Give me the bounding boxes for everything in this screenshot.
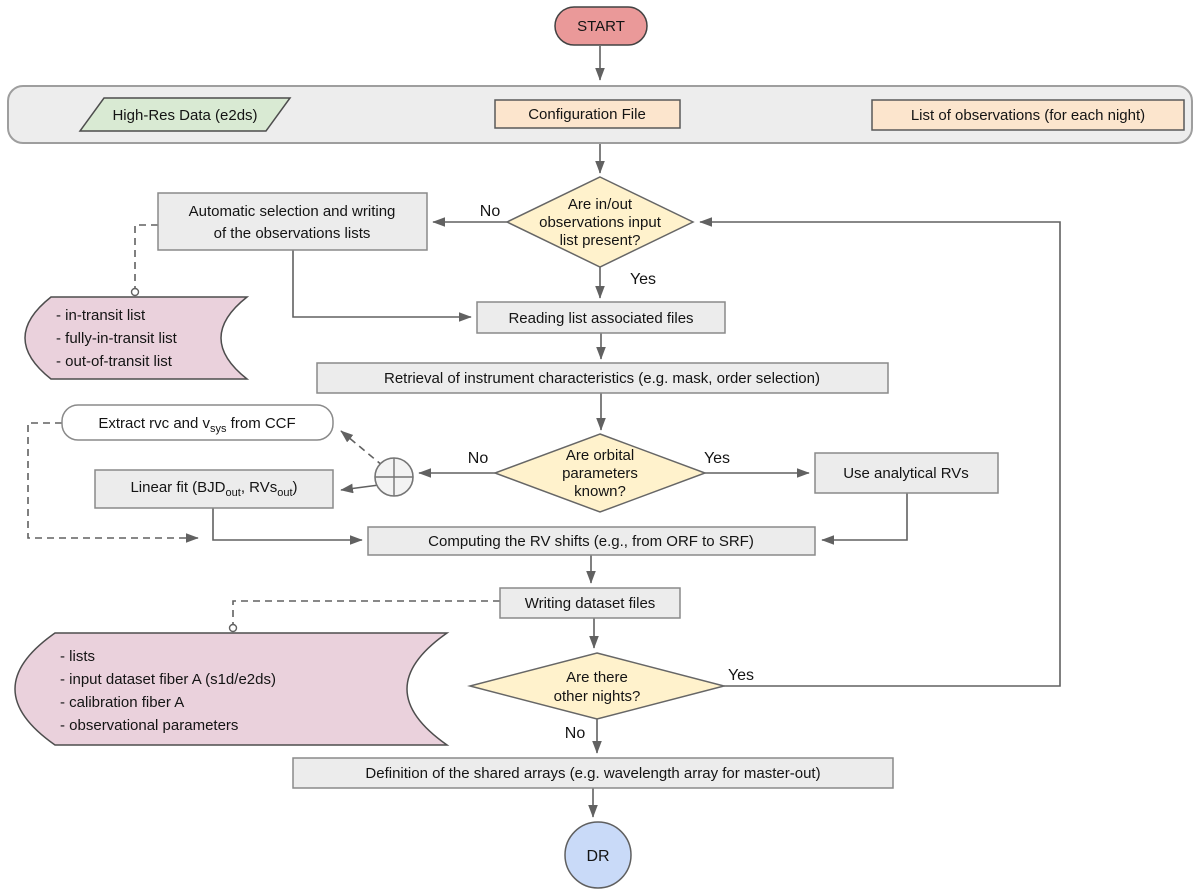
writing-dataset-box: Writing dataset files xyxy=(499,587,681,619)
decision-orbital-line3: known? xyxy=(574,483,626,500)
extract-ccf-text-post: from CCF xyxy=(227,415,296,432)
auto-selection-line1: Automatic selection and writing xyxy=(189,203,396,220)
dr-node-shape xyxy=(564,821,632,889)
edge-autoselection-to-reading xyxy=(292,250,472,322)
auto-selection-line2: of the observations lists xyxy=(214,225,371,242)
decision-nights-shape xyxy=(467,652,727,720)
dr-node: DR xyxy=(564,821,632,889)
connector-dot-transit-lists xyxy=(130,287,140,297)
linear-fit-text-sub2: out xyxy=(277,487,292,499)
decision-nights-line2: other nights? xyxy=(554,688,641,705)
start-node: START xyxy=(554,6,648,46)
junction-circle xyxy=(374,457,414,497)
highres-data-shape xyxy=(78,97,292,132)
extract-ccf-label: Extract rvc and vsys from CCF xyxy=(98,415,295,435)
edge-junction-to-extract-dashed xyxy=(340,430,384,467)
extract-ccf-text-sub: sys xyxy=(210,423,227,435)
reading-list-label: Reading list associated files xyxy=(508,310,693,327)
linear-fit-text-pre: Linear fit (BJD xyxy=(130,479,225,496)
edge-linearfit-to-computing xyxy=(212,508,363,545)
computing-shifts-shape xyxy=(367,526,816,556)
inputs-banner: High-Res Data (e2ds) Configuration File … xyxy=(7,85,1193,144)
highres-data-label: High-Res Data (e2ds) xyxy=(112,107,257,124)
configuration-file-shape xyxy=(494,99,681,129)
computing-shifts-box: Computing the RV shifts (e.g., from ORF … xyxy=(367,526,816,556)
auto-selection-shape xyxy=(157,192,428,251)
extract-ccf-text-pre: Extract rvc and v xyxy=(98,415,210,432)
decision-nights: Are there other nights? xyxy=(467,652,727,720)
shared-arrays-label: Definition of the shared arrays (e.g. wa… xyxy=(365,765,820,782)
dataset-files-line4: - observational parameters xyxy=(60,717,238,734)
decision-inout-line3: list present? xyxy=(560,232,641,249)
edge-extract-loop-dashed xyxy=(27,422,199,543)
dataset-files-line2: - input dataset fiber A (s1d/e2ds) xyxy=(60,671,276,688)
linear-fit-text-mid: , RVs xyxy=(241,479,277,496)
connector-dot-dataset-files xyxy=(228,623,238,633)
edge-autoselection-to-transitlists-dashed xyxy=(134,224,158,288)
edges xyxy=(27,46,1061,818)
configuration-file-label: Configuration File xyxy=(528,106,646,123)
decision-inout-shape xyxy=(505,176,695,268)
writing-dataset-label: Writing dataset files xyxy=(525,595,656,612)
observations-list-label: List of observations (for each night) xyxy=(911,107,1145,124)
transit-lists-line3: - out-of-transit list xyxy=(56,353,173,370)
decision-nights-line1: Are there xyxy=(566,669,628,686)
edge-label-nights-yes: Yes xyxy=(728,667,754,684)
use-analytical-label: Use analytical RVs xyxy=(843,465,969,482)
use-analytical-shape xyxy=(814,452,999,494)
observations-list-shape xyxy=(871,99,1185,131)
auto-selection-box: Automatic selection and writing of the o… xyxy=(157,192,428,251)
extract-ccf-box: Extract rvc and vsys from CCF xyxy=(61,404,334,441)
edge-label-inout-yes: Yes xyxy=(630,271,656,288)
edge-label-inout-no: No xyxy=(480,203,501,220)
decision-orbital: Are orbital parameters known? xyxy=(492,433,708,513)
edge-label-nights-no: No xyxy=(565,725,586,742)
shared-arrays-shape xyxy=(292,757,894,789)
decision-inout-line1: Are in/out xyxy=(568,196,633,213)
edge-label-orbital-no: No xyxy=(468,450,489,467)
edge-label-orbital-yes: Yes xyxy=(704,450,730,467)
reading-list-shape xyxy=(476,301,726,334)
dataset-files-shape xyxy=(14,632,450,746)
linear-fit-shape xyxy=(94,469,334,509)
linear-fit-label: Linear fit (BJDout, RVsout) xyxy=(130,479,297,499)
retrieval-label: Retrieval of instrument characteristics … xyxy=(384,370,820,387)
edge-nights-yes-loop xyxy=(699,217,1061,687)
decision-orbital-line2: parameters xyxy=(562,465,638,482)
transit-lists-line1: - in-transit list xyxy=(56,307,146,324)
dr-node-label: DR xyxy=(586,848,609,865)
edge-analytical-to-computing xyxy=(821,493,908,545)
edge-junction-to-linearfit xyxy=(340,483,380,494)
transit-lists-line2: - fully-in-transit list xyxy=(56,330,178,347)
linear-fit-text-post: ) xyxy=(293,479,298,496)
edge-writing-to-datasetfiles-dashed xyxy=(232,600,500,624)
dataset-files-line1: - lists xyxy=(60,648,95,665)
start-node-label: START xyxy=(577,18,625,35)
retrieval-shape xyxy=(316,362,889,394)
dataset-files-line3: - calibration fiber A xyxy=(60,694,184,711)
use-analytical-box: Use analytical RVs xyxy=(814,452,999,494)
extract-ccf-shape xyxy=(61,404,334,441)
transit-lists-store: - in-transit list - fully-in-transit lis… xyxy=(24,296,250,380)
decision-inout: Are in/out observations input list prese… xyxy=(505,176,695,268)
shared-arrays-box: Definition of the shared arrays (e.g. wa… xyxy=(292,757,894,789)
decision-orbital-line1: Are orbital xyxy=(566,447,634,464)
dataset-files-store: - lists - input dataset fiber A (s1d/e2d… xyxy=(14,632,450,746)
decision-orbital-shape xyxy=(492,433,708,513)
linear-fit-text-sub1: out xyxy=(226,487,241,499)
reading-list-box: Reading list associated files xyxy=(476,301,726,334)
edge-labels: No Yes No Yes Yes No xyxy=(468,203,754,742)
transit-lists-shape xyxy=(24,296,250,380)
retrieval-box: Retrieval of instrument characteristics … xyxy=(316,362,889,394)
computing-shifts-label: Computing the RV shifts (e.g., from ORF … xyxy=(428,533,754,550)
writing-dataset-shape xyxy=(499,587,681,619)
decision-inout-line2: observations input xyxy=(539,214,662,231)
linear-fit-box: Linear fit (BJDout, RVsout) xyxy=(94,469,334,509)
start-node-shape xyxy=(554,6,648,46)
